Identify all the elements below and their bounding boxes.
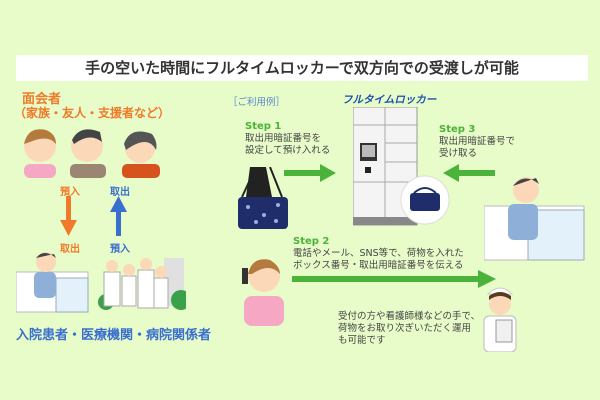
note-text: 受付の方や看護師様などの手で、荷物をお取り次ぎいただく運用も可能です <box>338 311 481 346</box>
step1-arrow <box>284 164 336 182</box>
woman-on-phone-illustration <box>242 259 284 326</box>
step3-text: 取出用暗証番号で受け取る <box>439 136 516 159</box>
step1-text: 取出用暗証番号を設定して預け入れる <box>245 133 331 156</box>
step3-arrow <box>443 164 495 182</box>
fulltime-locker-logo: フルタイムロッカー <box>342 94 437 106</box>
hospital-label: 入院患者・医療機関・病院関係者 <box>16 328 212 343</box>
blue-up-arrow <box>110 196 127 236</box>
label-deposit-top: 預入 <box>60 187 80 198</box>
visitor-heading: 面会者 <box>22 92 62 107</box>
visitor-subheading: （家族・友人・支援者など） <box>14 106 171 120</box>
step2-title: Step 2 <box>293 236 330 247</box>
hospital-illustration <box>16 252 186 313</box>
label-retrieve-top: 取出 <box>110 187 130 198</box>
label-retrieve-bottom: 取出 <box>60 244 80 255</box>
label-deposit-bottom: 預入 <box>110 244 130 255</box>
exchange-arrows <box>60 196 127 236</box>
step1-title: Step 1 <box>245 121 282 132</box>
patient-in-bed-illustration <box>484 177 585 261</box>
bag-in-locker-icon <box>400 175 450 225</box>
nurse-illustration <box>483 287 517 352</box>
visitors-illustration <box>24 129 160 178</box>
person-with-bag-illustration <box>238 167 288 229</box>
example-label: ［ご利用例］ <box>228 97 286 108</box>
step2-text: 電話やメール、SNS等で、荷物を入れたボックス番号・取出用暗証番号を伝える <box>293 248 464 271</box>
step3-title: Step 3 <box>439 124 476 135</box>
orange-down-arrow <box>60 196 77 236</box>
step2-arrow <box>292 270 496 288</box>
title-banner: 手の空いた時間にフルタイムロッカーで双方向での受渡しが可能 <box>16 55 588 81</box>
